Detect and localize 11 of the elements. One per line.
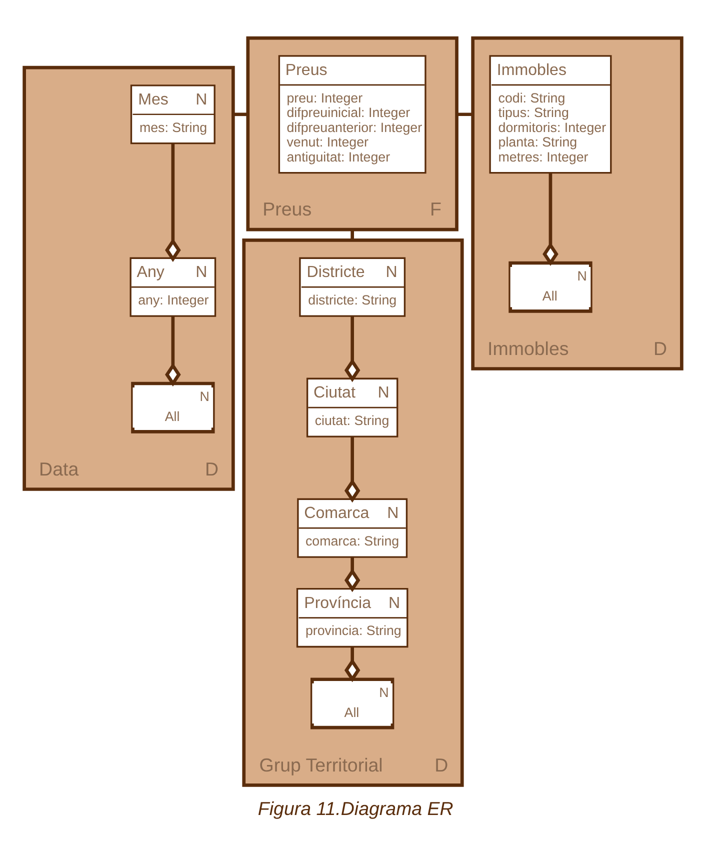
connector (233, 112, 248, 116)
connector (344, 436, 360, 502)
connector (542, 172, 558, 266)
connector (350, 229, 354, 240)
connector (456, 112, 473, 116)
connector (344, 646, 360, 682)
connector (165, 315, 181, 386)
connector (344, 315, 360, 382)
connector (344, 556, 360, 592)
connector (165, 142, 181, 262)
caption: Figura 11.Diagrama ER (258, 797, 454, 818)
